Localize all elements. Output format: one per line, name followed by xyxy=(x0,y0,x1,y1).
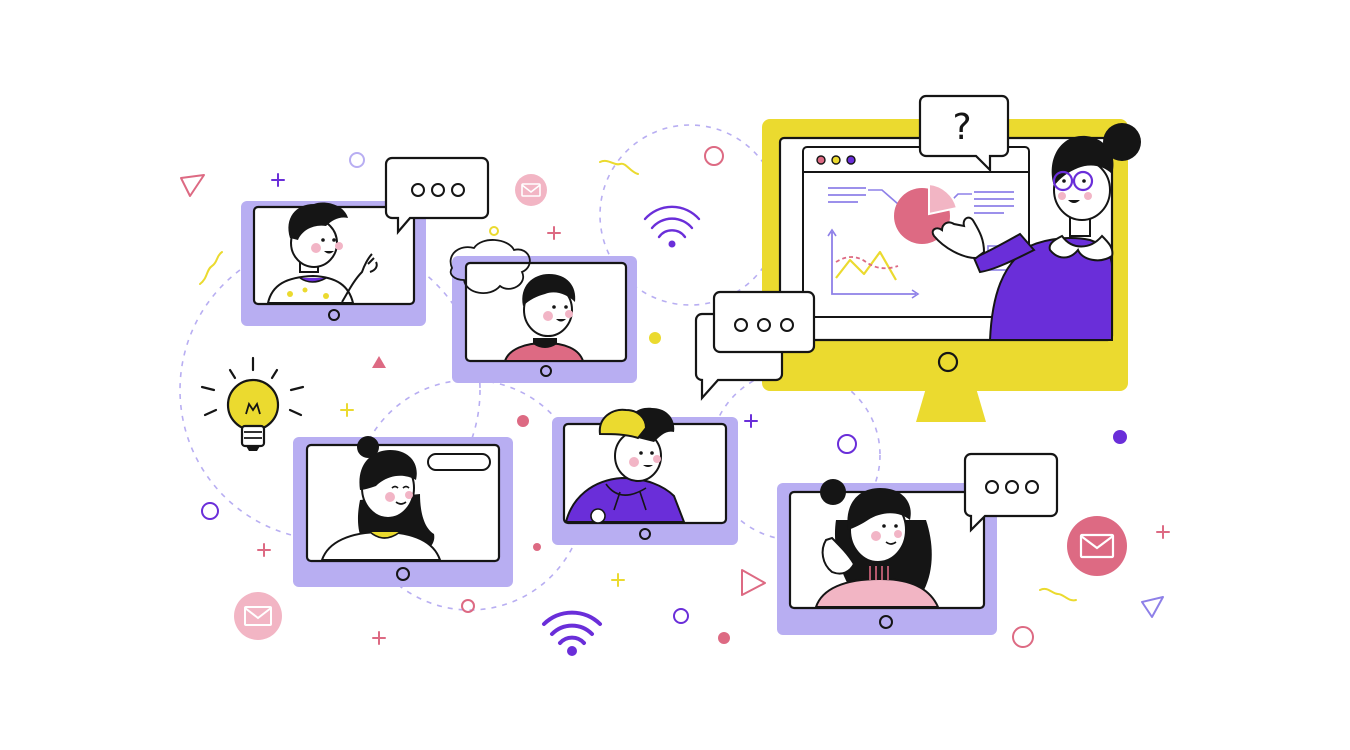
dot xyxy=(1113,430,1127,444)
chat-bubble-icon xyxy=(963,452,1059,533)
video-tile-boy-waving xyxy=(241,201,426,326)
circle-icon xyxy=(201,502,219,520)
presenter-monitor xyxy=(762,119,1141,422)
plus-icon xyxy=(340,403,354,417)
tablet-button xyxy=(540,365,552,377)
plus-icon xyxy=(372,631,386,645)
chat-bubble-icon xyxy=(694,290,816,401)
triangle-icon xyxy=(372,356,386,368)
squiggle xyxy=(599,159,639,175)
circle-icon xyxy=(349,152,365,168)
dot xyxy=(649,332,661,344)
name-tag xyxy=(427,453,491,471)
line-chart-icon xyxy=(827,228,920,299)
plus-icon xyxy=(611,573,625,587)
circle-icon xyxy=(837,434,857,454)
dot xyxy=(533,543,541,551)
triangle-icon xyxy=(180,174,205,197)
circle-icon xyxy=(673,608,689,624)
triangle-icon xyxy=(741,569,766,596)
wifi-icon xyxy=(542,610,602,656)
squiggle xyxy=(199,251,223,285)
tablet-button xyxy=(879,615,893,629)
envelope-icon xyxy=(234,592,282,640)
circle-icon xyxy=(1012,626,1034,648)
envelope-icon xyxy=(1067,516,1127,576)
squiggle xyxy=(1039,587,1077,602)
circle-icon xyxy=(461,599,475,613)
tablet-button xyxy=(639,528,651,540)
dot xyxy=(489,226,499,236)
triangle-icon xyxy=(1141,596,1164,618)
plus-icon xyxy=(744,414,758,428)
browser-window xyxy=(802,146,1030,318)
decorations xyxy=(180,146,1170,648)
chat-bubble-icon xyxy=(384,156,490,235)
video-tile-boy-beanie xyxy=(552,407,738,545)
lightbulb-icon xyxy=(200,356,305,451)
video-tile-girl-thinking xyxy=(777,479,997,635)
circle-icon xyxy=(704,146,724,166)
tablet-button xyxy=(396,567,410,581)
presenter-person xyxy=(931,123,1141,341)
plus-icon xyxy=(547,226,561,240)
envelope-icon xyxy=(515,174,547,206)
wifi-icon xyxy=(643,205,701,248)
tablet-button xyxy=(328,309,340,321)
video-tile-boy-smiling xyxy=(449,239,637,383)
plus-icon xyxy=(271,173,285,187)
question-mark: ? xyxy=(952,107,971,148)
dot xyxy=(517,415,529,427)
plus-icon xyxy=(257,543,271,557)
dot xyxy=(718,632,730,644)
monitor-button xyxy=(937,351,959,373)
video-tile-girl-bun xyxy=(293,436,513,587)
plus-icon xyxy=(1156,525,1170,539)
question-bubble-icon: ? xyxy=(918,94,1010,173)
